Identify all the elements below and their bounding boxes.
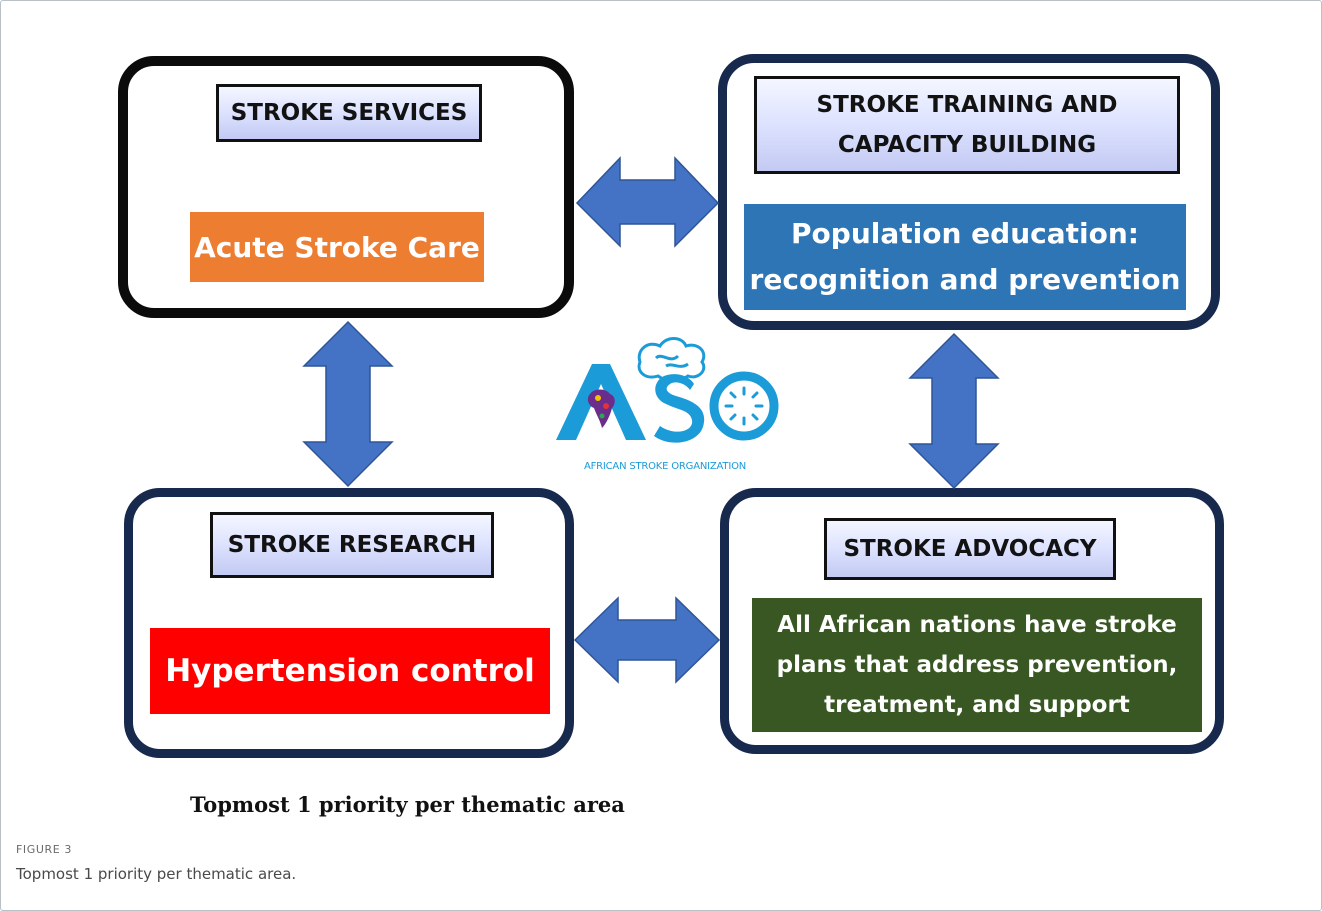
header-stroke-research-text: STROKE RESEARCH <box>227 532 477 558</box>
priority-hypertension-control: Hypertension control <box>150 628 550 714</box>
priority-advocacy-line-1: All African nations have stroke <box>777 612 1177 638</box>
header-stroke-services-text: STROKE SERVICES <box>230 100 468 126</box>
diagram-caption: Topmost 1 priority per thematic area <box>190 792 625 817</box>
africa-map-icon <box>587 389 615 428</box>
arrow-research-advocacy <box>573 596 721 684</box>
figure-caption: Topmost 1 priority per thematic area. <box>16 865 297 883</box>
priority-population-education: Population education: recognition and pr… <box>744 204 1186 310</box>
header-stroke-advocacy-text: STROKE ADVOCACY <box>843 536 1097 562</box>
header-stroke-training-line-2: CAPACITY BUILDING <box>837 132 1097 158</box>
figure-label: FIGURE 3 <box>16 843 73 856</box>
logo-letter-o <box>709 371 779 441</box>
priority-training-line-1: Population education: <box>791 217 1139 250</box>
header-stroke-training-line-1: STROKE TRAINING AND <box>816 92 1118 118</box>
logo-letter-a <box>556 364 646 440</box>
aso-logo <box>556 337 779 443</box>
priority-research-text: Hypertension control <box>165 653 535 689</box>
priority-stroke-plans: All African nations have stroke plans th… <box>752 598 1202 732</box>
priority-services-text: Acute Stroke Care <box>194 230 480 264</box>
logo-org-name: AFRICAN STROKE ORGANIZATION <box>583 461 747 472</box>
priority-advocacy-line-2: plans that address prevention, <box>776 652 1178 678</box>
brain-icon <box>637 337 706 382</box>
header-stroke-services: STROKE SERVICES <box>216 84 482 142</box>
arrow-services-training <box>575 156 720 248</box>
arrow-services-research <box>302 320 394 488</box>
priority-training-line-2: recognition and prevention <box>749 263 1181 296</box>
header-stroke-research: STROKE RESEARCH <box>210 512 494 578</box>
priority-acute-stroke-care: Acute Stroke Care <box>190 212 484 282</box>
header-stroke-advocacy: STROKE ADVOCACY <box>824 518 1116 580</box>
header-stroke-training: STROKE TRAINING AND CAPACITY BUILDING <box>754 76 1180 174</box>
priority-advocacy-line-3: treatment, and support <box>824 692 1130 718</box>
logo-letter-s <box>654 374 705 443</box>
arrow-training-advocacy <box>908 332 1000 490</box>
